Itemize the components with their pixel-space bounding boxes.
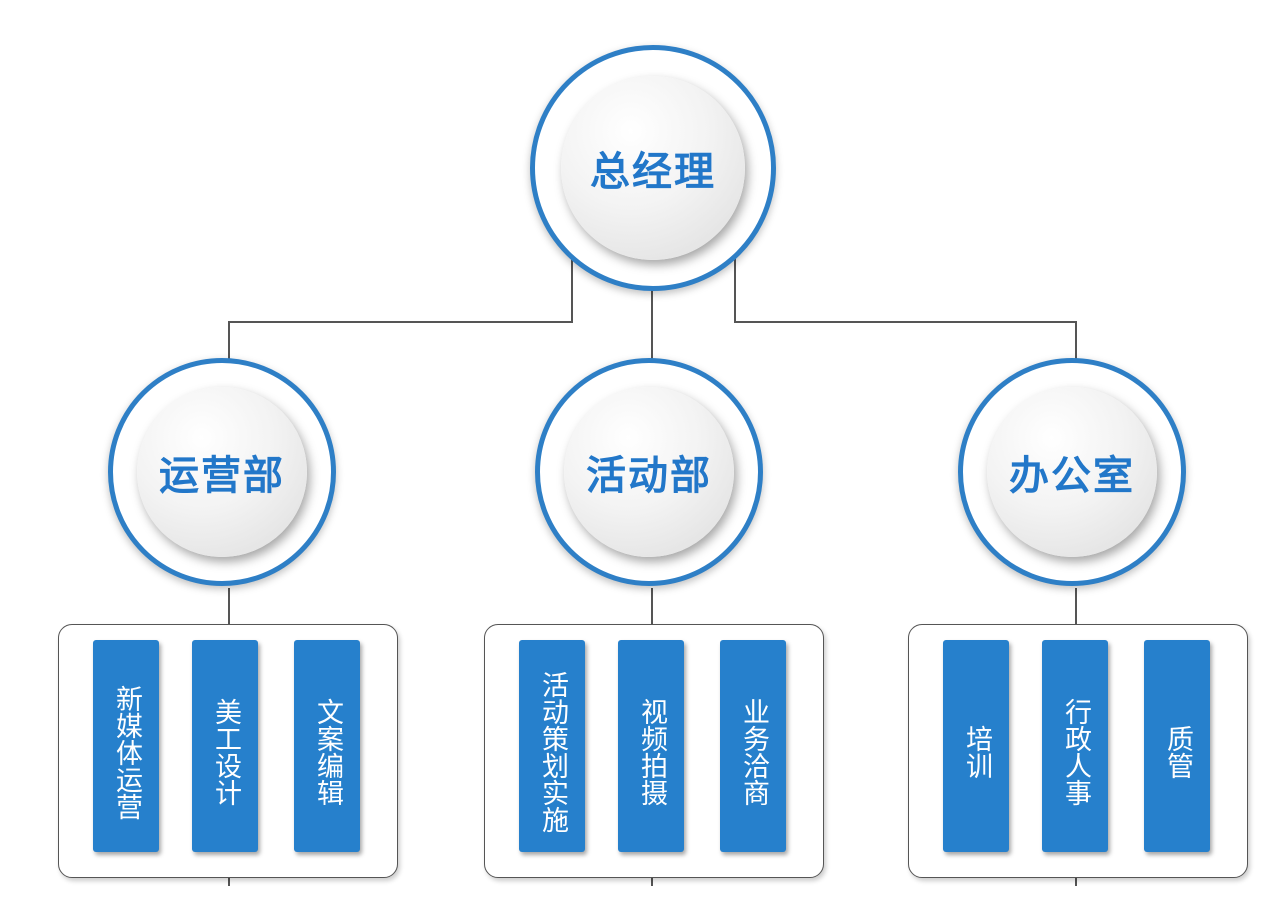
team-label: 质管 (1162, 725, 1193, 779)
general-manager-label: 总经理 (590, 149, 716, 195)
office-department-node: 办公室 (958, 358, 1186, 586)
office-department-disc: 办公室 (987, 387, 1157, 557)
team-label: 美工设计 (210, 698, 241, 806)
team-card: 新媒体运营 (93, 640, 159, 852)
events-department-disc: 活动部 (564, 387, 734, 557)
general-manager-disc: 总经理 (561, 76, 745, 260)
operations-department-node: 运营部 (108, 358, 336, 586)
connector-root-to-office (734, 252, 1077, 360)
events-teams-panel: 活动策划实施 视频拍摄 业务洽商 (484, 624, 824, 878)
office-department-label: 办公室 (1009, 453, 1135, 499)
team-card: 质管 (1144, 640, 1210, 852)
operations-department-disc: 运营部 (137, 387, 307, 557)
general-manager-node: 总经理 (530, 45, 776, 291)
team-label: 活动策划实施 (537, 671, 568, 833)
team-card: 行政人事 (1042, 640, 1108, 852)
team-label: 业务洽商 (738, 698, 769, 806)
team-card: 视频拍摄 (618, 640, 684, 852)
team-card: 美工设计 (192, 640, 258, 852)
team-card: 文案编辑 (294, 640, 360, 852)
team-card: 业务洽商 (720, 640, 786, 852)
team-label: 文案编辑 (312, 698, 343, 806)
team-label: 视频拍摄 (636, 698, 667, 806)
team-label: 行政人事 (1060, 698, 1091, 806)
team-card: 培训 (943, 640, 1009, 852)
office-teams-panel: 培训 行政人事 质管 (908, 624, 1248, 878)
connector-root-to-operations (228, 252, 573, 360)
events-department-label: 活动部 (586, 453, 712, 499)
events-department-node: 活动部 (535, 358, 763, 586)
operations-department-label: 运营部 (159, 453, 285, 499)
team-label: 新媒体运营 (111, 684, 142, 820)
team-card: 活动策划实施 (519, 640, 585, 852)
operations-teams-panel: 新媒体运营 美工设计 文案编辑 (58, 624, 398, 878)
team-label: 培训 (961, 725, 992, 779)
